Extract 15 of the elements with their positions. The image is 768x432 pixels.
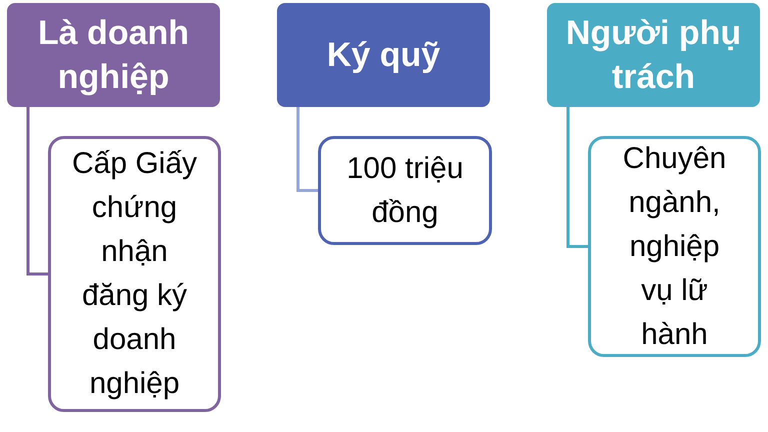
connector-line (296, 107, 318, 192)
detail-text: Cấp Giấy chứng nhận đăng ký doanh nghiệp (71, 146, 198, 402)
category-box (277, 3, 490, 107)
detail-text: Chuyên ngành, nghiệp vụ lữ hành (622, 140, 728, 352)
detail-box (318, 136, 492, 245)
detail-text: 100 triệu đồng (346, 150, 464, 230)
category-title: Ký quỹ (326, 35, 440, 76)
connector-line (566, 107, 588, 248)
category-box (7, 3, 220, 107)
category-title: Là doanh nghiệp (36, 13, 190, 98)
detail-box (48, 136, 221, 412)
category-box (547, 3, 760, 107)
category-title: Người phụ trách (564, 13, 742, 98)
connector-line (26, 107, 48, 276)
detail-box (588, 136, 761, 357)
